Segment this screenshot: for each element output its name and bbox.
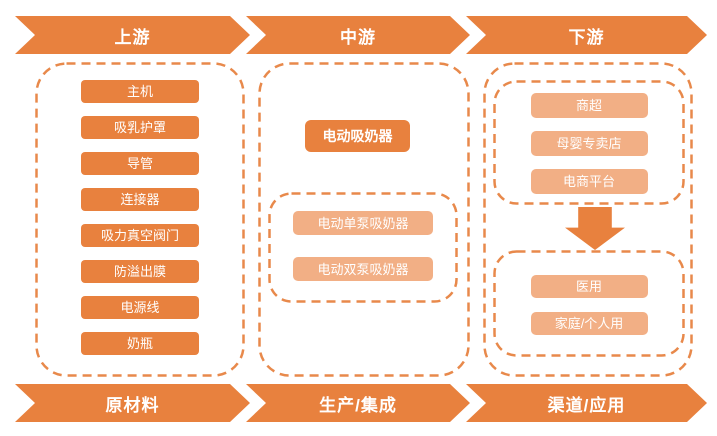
- stage-label-midstream: 中游: [340, 27, 376, 47]
- upstream-item: 吸乳护罩: [81, 116, 199, 139]
- stage-chevron-upstream: 上游: [15, 16, 250, 54]
- stage-label-downstream: 下游: [568, 27, 605, 47]
- stage-label-upstream: 上游: [114, 27, 151, 47]
- upstream-item: 吸力真空阀门: [81, 224, 199, 247]
- upstream-item-list: 主机 吸乳护罩 导管 连接器 吸力真空阀门 防溢出膜 电源线 奶瓶: [35, 80, 245, 355]
- downstream-application-node: 家庭/个人用: [530, 312, 648, 335]
- stage-label-channel-application: 渠道/应用: [547, 395, 626, 415]
- stage-chevron-midstream: 中游: [246, 16, 470, 54]
- downstream-applications-dashed-border: [493, 250, 685, 357]
- downstream-channel-node: 电商平台: [530, 169, 648, 194]
- stage-chevron-production: 生产/集成: [246, 384, 470, 422]
- midstream-dashed-border: [258, 62, 470, 377]
- upstream-item: 奶瓶: [81, 332, 199, 355]
- stage-label-raw-materials: 原材料: [105, 395, 160, 415]
- stage-label-production: 生产/集成: [319, 395, 397, 415]
- upstream-item: 连接器: [81, 188, 199, 211]
- downstream-channel-list: 商超 母婴专卖店 电商平台: [493, 80, 685, 194]
- upstream-item: 电源线: [81, 296, 199, 319]
- midstream-variant-list: 电动单泵吸奶器 电动双泵吸奶器: [268, 192, 458, 281]
- upstream-item: 主机: [81, 80, 199, 103]
- midstream-variant-node: 电动单泵吸奶器: [293, 211, 433, 235]
- midstream-product-node: 电动吸奶器: [305, 120, 410, 152]
- stage-chevron-channel-application: 渠道/应用: [466, 384, 707, 422]
- upstream-dashed-border: [35, 62, 245, 377]
- downstream-application-list: 医用 家庭/个人用: [493, 250, 685, 335]
- downstream-channels-dashed-border: [493, 80, 685, 205]
- downstream-channel-node: 商超: [530, 93, 648, 118]
- stage-chevron-downstream: 下游: [466, 16, 707, 54]
- midstream-variants-dashed-border: [268, 192, 458, 303]
- downstream-channel-node: 母婴专卖店: [530, 131, 648, 156]
- downstream-application-node: 医用: [530, 275, 648, 298]
- stage-chevron-raw-materials: 原材料: [15, 384, 250, 422]
- upstream-item: 导管: [81, 152, 199, 175]
- downstream-dashed-border: [483, 62, 693, 377]
- upstream-item: 防溢出膜: [81, 260, 199, 283]
- midstream-variant-node: 电动双泵吸奶器: [293, 257, 433, 281]
